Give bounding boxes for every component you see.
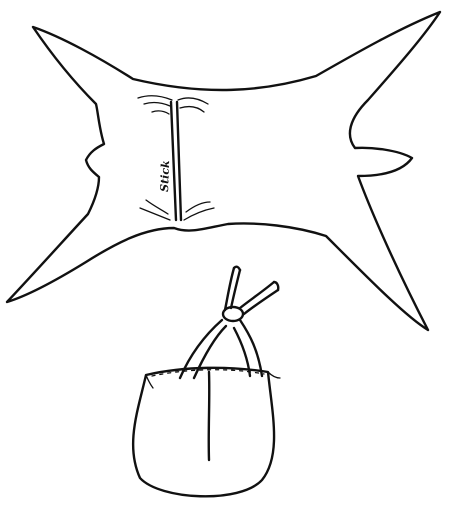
stick-top-wrinkles — [138, 96, 208, 114]
bag-rim — [146, 375, 153, 388]
stick — [171, 102, 181, 220]
bag-seam — [209, 372, 210, 460]
bag-body — [133, 368, 274, 497]
stretched-hide-outline — [7, 12, 440, 330]
stick-label: Stick — [158, 160, 172, 192]
finished-bag — [133, 267, 280, 497]
